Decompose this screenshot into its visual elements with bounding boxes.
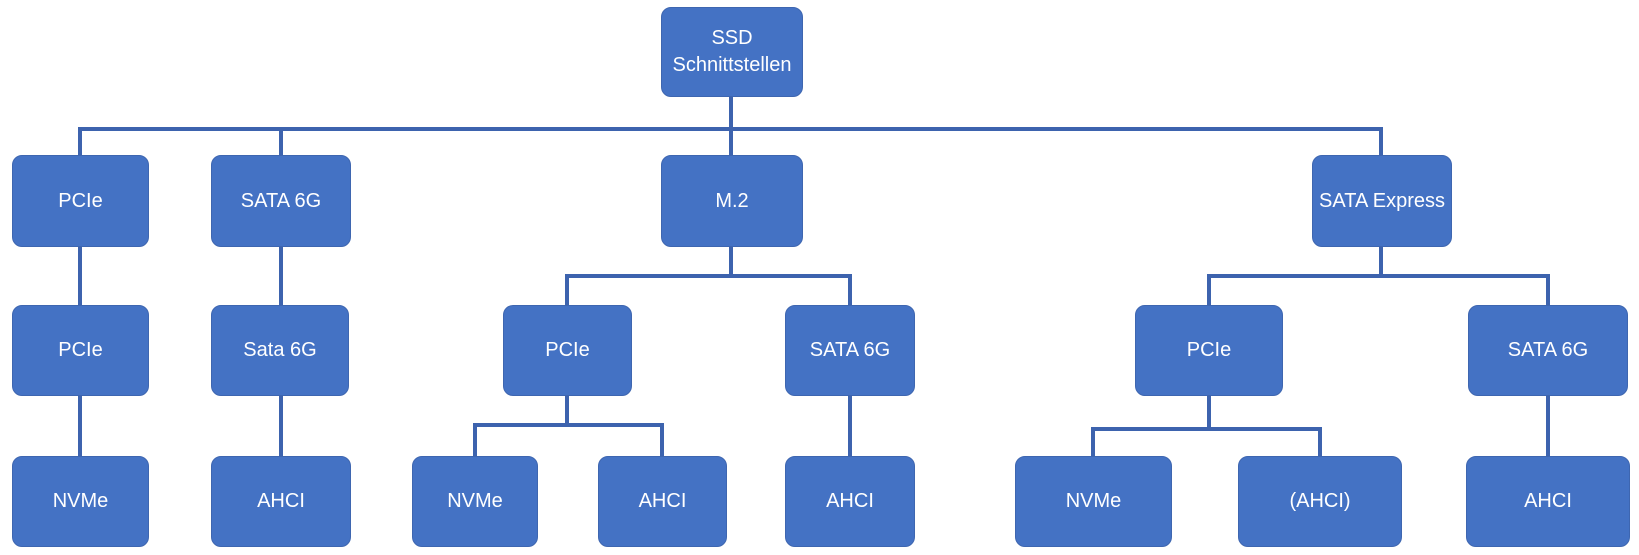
connector-pcie-to-pcie <box>78 247 82 305</box>
node-l3-se-sata6g: SATA 6G <box>1468 305 1628 396</box>
connector-m2-pcie-drop-ahci <box>660 423 664 456</box>
connector-sata6g-to-ahci <box>279 396 283 456</box>
connector-root-stem <box>729 97 733 155</box>
node-l4-m2-pcie-nvme: NVMe <box>412 456 538 547</box>
connector-pcie-to-nvme <box>78 396 82 456</box>
node-l2-sata-express: SATA Express <box>1312 155 1452 247</box>
node-l3-se-pcie: PCIe <box>1135 305 1283 396</box>
node-l3-m2-sata6g: SATA 6G <box>785 305 915 396</box>
node-l2-pcie: PCIe <box>12 155 149 247</box>
node-l4-se-pcie-nvme: NVMe <box>1015 456 1172 547</box>
connector-se-horizontal <box>1207 274 1550 278</box>
connector-se-pcie-drop-nvme <box>1091 427 1095 456</box>
connector-level2-horizontal <box>78 127 1383 131</box>
node-l3-pcie: PCIe <box>12 305 149 396</box>
node-l4-se-sata6g-ahci: AHCI <box>1466 456 1630 547</box>
node-root-ssd-schnittstellen: SSD Schnittstellen <box>661 7 803 97</box>
connector-se-pcie-horizontal <box>1091 427 1322 431</box>
node-l4-pcie-nvme: NVMe <box>12 456 149 547</box>
connector-drop-sata6g <box>279 127 283 155</box>
node-l3-m2-pcie: PCIe <box>503 305 632 396</box>
node-l4-m2-pcie-ahci: AHCI <box>598 456 727 547</box>
connector-m2-drop-sata6g <box>848 274 852 305</box>
connector-se-drop-pcie <box>1207 274 1211 305</box>
connector-m2-pcie-horizontal <box>473 423 664 427</box>
connector-se-pcie-stem <box>1207 396 1211 431</box>
connector-m2-pcie-drop-nvme <box>473 423 477 456</box>
node-l4-m2-sata6g-ahci: AHCI <box>785 456 915 547</box>
connector-se-pcie-drop-ahci <box>1318 427 1322 456</box>
node-l4-se-pcie-ahci-optional: (AHCI) <box>1238 456 1402 547</box>
node-l3-sata6g: Sata 6G <box>211 305 349 396</box>
node-l2-m2: M.2 <box>661 155 803 247</box>
connector-se-drop-sata6g <box>1546 274 1550 305</box>
connector-m2-pcie-stem <box>565 396 569 427</box>
connector-m2-sata6g-to-ahci <box>848 396 852 456</box>
connector-m2-horizontal <box>565 274 852 278</box>
connector-drop-sata-express <box>1379 127 1383 155</box>
connector-drop-pcie <box>78 127 82 155</box>
connector-m2-stem <box>729 247 733 278</box>
connector-se-stem <box>1379 247 1383 278</box>
connector-m2-drop-pcie <box>565 274 569 305</box>
connector-sata6g-to-sata6g <box>279 247 283 305</box>
node-l4-sata6g-ahci: AHCI <box>211 456 351 547</box>
node-l2-sata6g: SATA 6G <box>211 155 351 247</box>
connector-se-sata6g-to-ahci <box>1546 396 1550 456</box>
